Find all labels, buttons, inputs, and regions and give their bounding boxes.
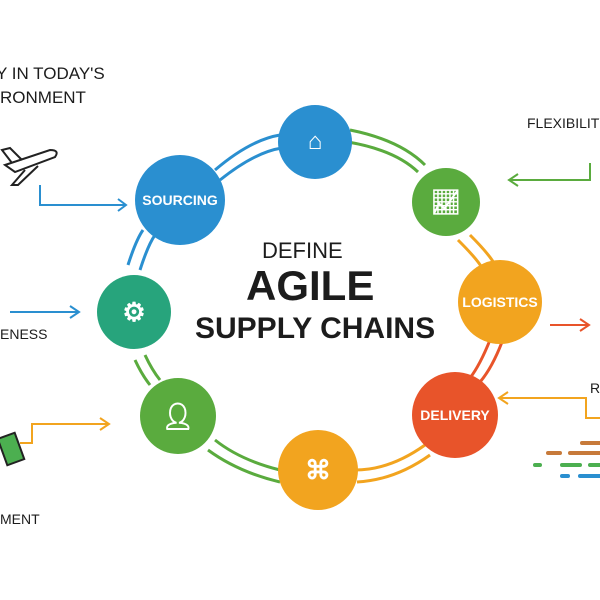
network-node[interactable]: ⌘: [278, 430, 358, 510]
delivery-label: DELIVERY: [420, 407, 490, 423]
person-node[interactable]: 👤︎: [140, 378, 216, 454]
arrow-orange-left: [20, 423, 108, 444]
title-pre: DEFINE: [262, 238, 343, 263]
label-flexibility: FLEXIBILITY: [527, 115, 600, 131]
logistics-node[interactable]: LOGISTICS: [458, 260, 542, 344]
data-bars-icon: [533, 441, 600, 478]
title-sub: SUPPLY CHAINS: [195, 312, 436, 345]
label-top-left-1: Y IN TODAY'S: [0, 64, 105, 83]
growth-node[interactable]: 📈︎: [412, 168, 480, 236]
label-top-left-2: RONMENT: [0, 88, 86, 107]
gears-icon: ⚙: [122, 296, 146, 327]
person-icon: 👤︎: [161, 400, 195, 431]
warehouse-icon: ⌂: [307, 128, 323, 155]
network-icon: ⌘: [305, 454, 331, 485]
arrow-orange-right: [500, 397, 600, 419]
title-main: AGILE: [246, 262, 375, 309]
sourcing-label: SOURCING: [142, 192, 218, 208]
airplane-icon: [0, 146, 58, 186]
warehouse-node[interactable]: ⌂: [278, 105, 352, 179]
arrow-green-right: [510, 163, 591, 181]
gears-node[interactable]: ⚙: [97, 275, 171, 349]
logistics-label: LOGISTICS: [462, 294, 538, 310]
label-bottom-left: MENT: [0, 511, 40, 527]
bar-chart-icon: 📈︎: [430, 188, 462, 216]
money-icon: [0, 431, 26, 467]
arrow-blue-top: [39, 185, 125, 206]
delivery-node[interactable]: DELIVERY: [412, 372, 498, 458]
label-mid-left: ENESS: [0, 326, 48, 342]
sourcing-node[interactable]: SOURCING: [135, 155, 225, 245]
label-mid-right: R: [590, 380, 600, 396]
